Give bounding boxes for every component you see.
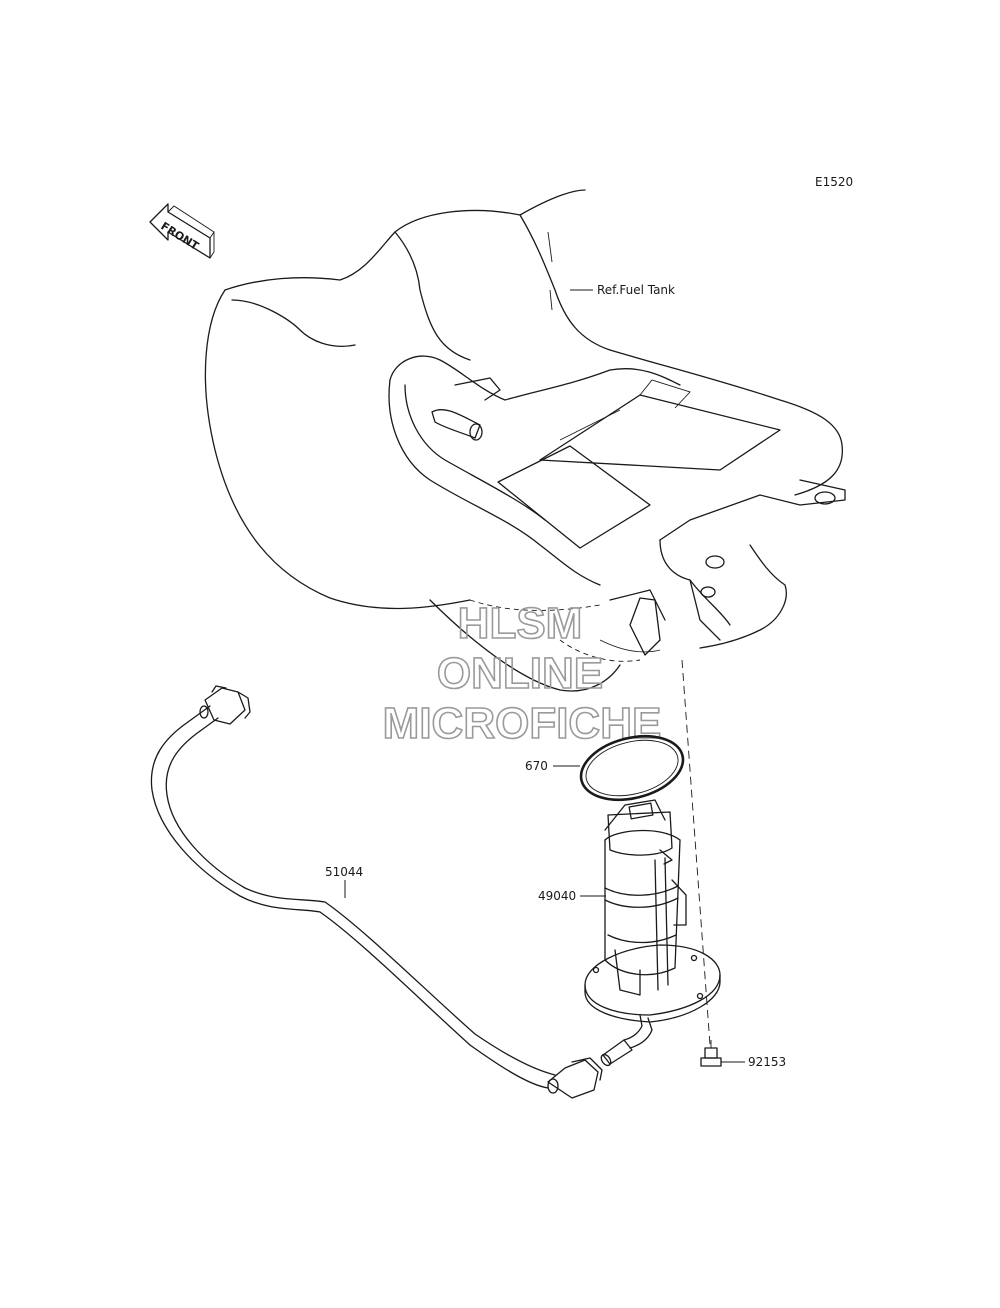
front-arrow-icon: FRONT [149, 203, 215, 259]
ref-fuel-tank-label: Ref.Fuel Tank [597, 283, 675, 297]
fuel-tank-drawing: Ref.Fuel Tank [204, 189, 846, 692]
part-670-gasket: 670 [525, 734, 685, 802]
part-49040-fuel-pump: 49040 [538, 799, 721, 1067]
watermark-line-1: HLSM [458, 599, 583, 648]
part-label-92153: 92153 [748, 1055, 786, 1069]
watermark-line-2: ONLINE [437, 649, 603, 698]
watermark: HLSM ONLINE MICROFICHE [382, 598, 662, 749]
bolt-alignment-line [681, 659, 711, 1046]
part-label-49040: 49040 [538, 889, 576, 903]
part-label-51044: 51044 [325, 865, 363, 879]
part-label-670: 670 [525, 759, 548, 773]
part-51044-fuel-hose: 51044 [150, 685, 603, 1099]
diagram-code: E1520 [815, 175, 853, 189]
part-92153-bolt: 92153 [700, 1040, 786, 1069]
